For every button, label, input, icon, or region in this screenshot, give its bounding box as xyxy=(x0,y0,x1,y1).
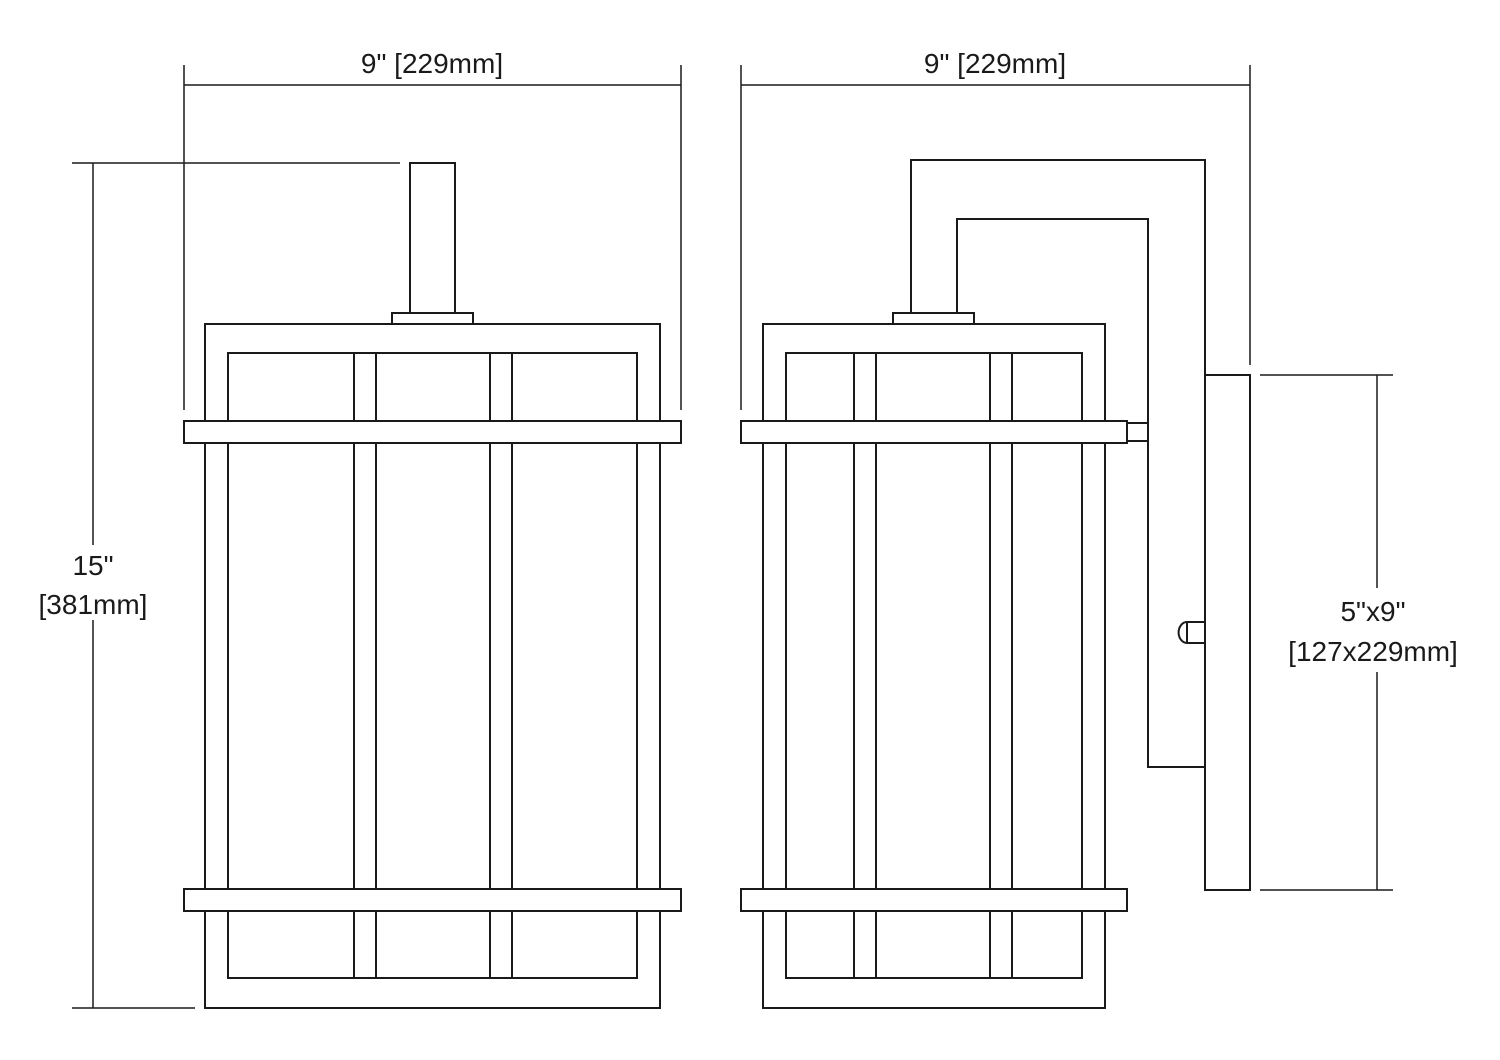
top-band xyxy=(183,420,682,444)
outer-frame xyxy=(204,323,661,1009)
mounting-knob xyxy=(1177,621,1206,644)
stem xyxy=(409,162,456,314)
side-width-label: 9" [229mm] xyxy=(924,48,1066,79)
height-dimension xyxy=(72,162,400,1009)
bottom-band xyxy=(740,888,1128,912)
inner-frame xyxy=(227,352,638,979)
side-width-dimension xyxy=(740,65,1251,410)
base-plate xyxy=(892,312,975,325)
backplate-dimension xyxy=(1260,374,1393,891)
front-width-label: 9" [229mm] xyxy=(361,48,503,79)
height-label-in: 15" xyxy=(72,550,113,581)
front-view-lantern xyxy=(183,162,682,1009)
top-band xyxy=(740,420,1128,444)
bottom-band xyxy=(183,888,682,912)
arm-connector xyxy=(1124,422,1149,442)
backplate-label-in: 5"x9" xyxy=(1340,596,1405,627)
backplate xyxy=(1204,374,1251,891)
outer-frame xyxy=(762,323,1106,1009)
height-label-mm: [381mm] xyxy=(39,589,148,620)
base-plate xyxy=(391,312,474,325)
outer-arm xyxy=(910,159,1206,375)
inner-arm xyxy=(956,218,1205,768)
inner-frame xyxy=(785,352,1083,979)
backplate-label-mm: [127x229mm] xyxy=(1288,636,1458,667)
front-width-dimension xyxy=(183,65,682,410)
side-view-lantern xyxy=(740,159,1251,1009)
